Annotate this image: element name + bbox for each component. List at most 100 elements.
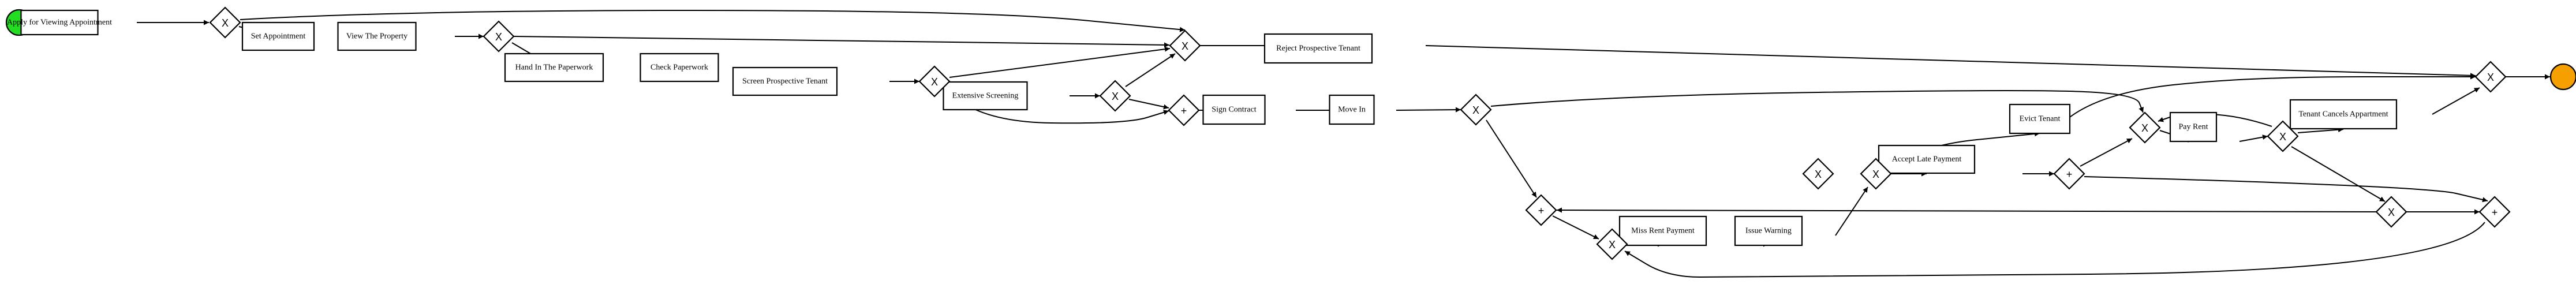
parallel-gateway-g13: + xyxy=(2053,158,2085,190)
flow-g10-to-t_cancels xyxy=(2297,127,2344,133)
gateway-symbol: X xyxy=(931,76,938,88)
exclusive-gateway-g5: X xyxy=(1099,80,1131,112)
end-event xyxy=(2549,63,2576,91)
gateway-diamond xyxy=(918,65,951,98)
task-box xyxy=(504,53,604,83)
task-label: Set Appointment xyxy=(251,32,306,41)
gateway-symbol: X xyxy=(1182,40,1188,52)
gateway-diamond xyxy=(1099,80,1131,112)
task-box xyxy=(1263,33,1373,64)
flow-t_reject-to-g17 xyxy=(1425,45,2476,79)
gateway-diamond xyxy=(2129,111,2161,144)
exclusive-gateway-g9: X xyxy=(2129,111,2161,144)
flow-g13-to-g9 xyxy=(2080,138,2133,167)
exclusive-gateway-g8: X xyxy=(1596,228,1628,260)
task-box xyxy=(1618,215,1707,246)
flow-t_evict-to-g17 xyxy=(2067,74,2476,119)
task-label: Tenant Cancels Appartment xyxy=(2298,110,2388,119)
task-label: Move In xyxy=(1338,106,1366,114)
gateway-diamond xyxy=(2474,61,2507,93)
task-sign: Sign Contract xyxy=(1202,94,1266,125)
task-label: Screen Prospective Tenant xyxy=(742,77,828,86)
gateway-diamond xyxy=(1802,158,1834,190)
flow-g1-to-g3 xyxy=(240,9,1186,32)
gateway-diamond xyxy=(209,6,241,39)
task-movein: Move In xyxy=(1329,94,1375,125)
task-evict: Evict Tenant xyxy=(2009,103,2071,134)
task-extensive: Extensive Screening xyxy=(943,81,1028,111)
task-label: Issue Warning xyxy=(1745,227,1792,236)
task-box xyxy=(640,53,719,83)
task-apply: Apply for Viewing Appointment xyxy=(7,9,112,36)
parallel-gateway-g12: + xyxy=(1525,194,1557,226)
gateway-diamond xyxy=(2478,196,2511,228)
exclusive-gateway-g17: X xyxy=(2474,61,2507,93)
exclusive-gateway-g4: X xyxy=(918,65,951,98)
flow-g14-to-g12 xyxy=(1556,207,2377,213)
flow-g5-to-g3 xyxy=(1125,53,1176,87)
flow-g4-to-g3 xyxy=(949,46,1171,78)
exclusive-gateway-g1: X xyxy=(209,6,241,39)
gateway-diamond xyxy=(2053,158,2085,190)
task-label: Pay Rent xyxy=(2179,123,2208,132)
task-box xyxy=(1329,94,1375,125)
gateway-diamond xyxy=(1169,29,1201,62)
gateway-symbol: X xyxy=(1815,169,1822,180)
task-label: Evict Tenant xyxy=(2020,115,2061,124)
flow-g10-to-g14 xyxy=(2291,146,2386,202)
gateway-symbol: X xyxy=(1112,91,1119,102)
flow-g7-to-g9 xyxy=(1490,90,2144,113)
gateway-diamond xyxy=(1596,228,1628,260)
parallel-gateway-g6: + xyxy=(1168,94,1200,126)
gateway-symbol: X xyxy=(2141,122,2148,134)
gateway-symbol: X xyxy=(222,17,229,29)
task-cancels: Tenant Cancels Appartment xyxy=(2289,99,2398,130)
gateway-diamond xyxy=(1168,94,1200,126)
task-label: Accept Late Payment xyxy=(1892,155,1962,164)
flow-g13-to-g16 xyxy=(2084,176,2488,203)
parallel-gateway-g16: + xyxy=(2478,196,2511,228)
task-label: View The Property xyxy=(346,32,407,41)
task-screen: Screen Prospective Tenant xyxy=(732,66,838,96)
gateway-symbol: X xyxy=(2388,207,2395,218)
task-view: View The Property xyxy=(337,21,417,51)
task-box xyxy=(2169,111,2218,143)
gateway-symbol: X xyxy=(1609,239,1616,251)
gateway-symbol: + xyxy=(1181,105,1187,117)
gateway-diamond xyxy=(2375,196,2407,228)
task-warning: Issue Warning xyxy=(1734,215,1803,246)
flow-g2-to-g3 xyxy=(513,36,1170,48)
task-label: Apply for Viewing Appointment xyxy=(7,18,112,27)
gateway-symbol: X xyxy=(1872,169,1879,180)
task-label: Reject Prospective Tenant xyxy=(1276,44,1360,53)
task-box xyxy=(2289,99,2398,130)
task-box xyxy=(241,21,315,51)
flow-g16-to-g8 xyxy=(1624,222,2485,278)
task-box xyxy=(20,9,99,36)
task-label: Extensive Screening xyxy=(952,92,1019,100)
task-box xyxy=(2009,103,2071,134)
exclusive-gateway-g7: X xyxy=(1460,94,1492,126)
gateway-symbol: X xyxy=(2279,131,2286,143)
exclusive-gateway-g14: X xyxy=(2375,196,2407,228)
task-label: Miss Rent Payment xyxy=(1631,227,1695,236)
gateway-diamond xyxy=(1460,94,1492,126)
gateway-diamond xyxy=(1860,158,1892,190)
task-check: Check Paperwork xyxy=(640,53,719,83)
exclusive-gateway-g2: X xyxy=(483,20,515,53)
task-box xyxy=(337,21,417,51)
task-box xyxy=(1878,144,1976,174)
gateway-symbol: X xyxy=(495,31,502,43)
task-miss: Miss Rent Payment xyxy=(1618,215,1707,246)
exclusive-gateway-g10: X xyxy=(2267,120,2299,152)
task-handin: Hand In The Paperwork xyxy=(504,53,604,83)
task-reject: Reject Prospective Tenant xyxy=(1263,33,1373,64)
gateway-symbol: + xyxy=(2066,169,2073,180)
gateway-diamond xyxy=(483,20,515,53)
gateway-diamond xyxy=(1525,194,1557,226)
task-label: Hand In The Paperwork xyxy=(515,63,593,72)
task-box xyxy=(1734,215,1803,246)
flow-t_cancels-to-g17 xyxy=(2432,87,2480,115)
task-setappt: Set Appointment xyxy=(241,21,315,51)
